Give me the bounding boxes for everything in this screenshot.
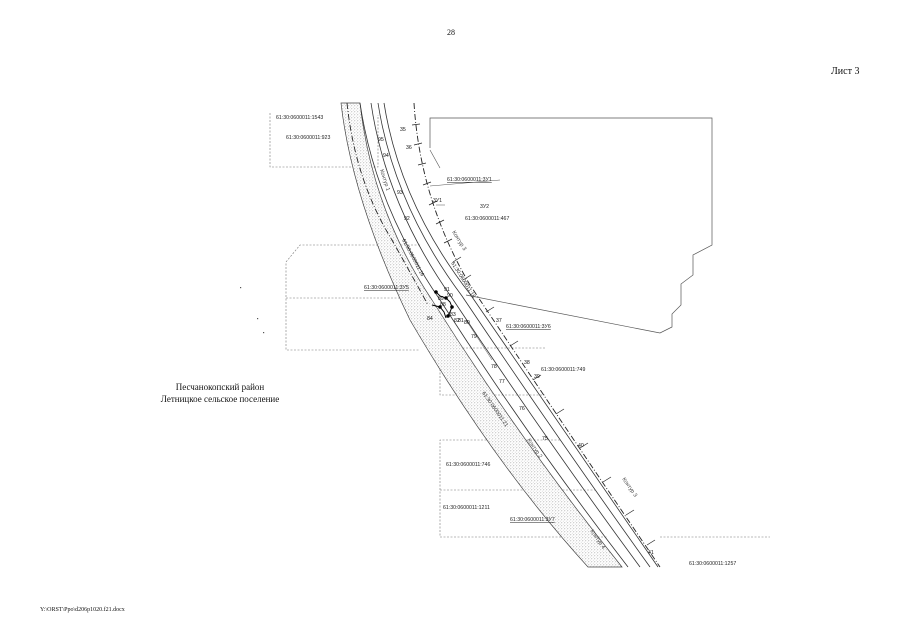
road-line-1 xyxy=(359,102,629,568)
point-label: 89 xyxy=(438,296,444,302)
plot-label: 61:30:0600011:3У7 xyxy=(510,517,555,523)
point-label: 76 xyxy=(519,406,525,412)
point-label: 81 xyxy=(458,318,464,324)
district-name: Песчанокопский район xyxy=(175,382,265,392)
point-label: 91 xyxy=(444,287,450,293)
road-corridor xyxy=(340,102,623,568)
boundary-plot-left-mid xyxy=(285,244,420,351)
point-label: 82 xyxy=(454,318,460,324)
point-label: 93 xyxy=(397,190,403,196)
point-label: 95 xyxy=(378,137,384,143)
contour-label: Контур 3 xyxy=(450,230,467,252)
plot-label: 3У1 xyxy=(433,198,442,204)
contour-label: Контур 1 xyxy=(378,169,391,192)
node-cluster xyxy=(431,290,454,319)
point-label: 77 xyxy=(499,379,505,385)
boundary-plot-467-link xyxy=(429,149,441,169)
boundary-tick-line xyxy=(413,102,661,568)
point-label: 80 xyxy=(464,320,470,326)
plot-label: 61:30:0600011:3У5 xyxy=(364,285,409,291)
contour-label: Контур 3 xyxy=(620,477,638,499)
point-label: 40 xyxy=(578,443,584,449)
point-label: 90 xyxy=(447,293,453,299)
plot-label: 61:30:0600011:749 xyxy=(541,367,585,373)
cross-ticks xyxy=(411,123,656,546)
plot-label: 61:30:0600011:467 xyxy=(465,216,509,222)
plot-label: 3У2 xyxy=(480,204,489,210)
point-label: 78 xyxy=(491,364,497,370)
point-label: 79 xyxy=(471,334,477,340)
district-label: Песчанокопский район Летницкое сельское … xyxy=(130,381,310,405)
point-label: 83 xyxy=(450,312,456,318)
road-lines xyxy=(359,102,659,568)
sheet-label: Лист 3 xyxy=(831,66,860,77)
leader-lines xyxy=(429,179,501,361)
point-label: 41 xyxy=(648,550,654,556)
road-line-4 xyxy=(383,102,659,568)
point-label: 88 xyxy=(440,302,446,308)
plot-label: 61:30:0600011:923 xyxy=(286,135,330,141)
page-number: 28 xyxy=(447,28,455,37)
plot-label: 61:30:0600011:3У6 xyxy=(506,324,551,330)
point-label: 39 xyxy=(534,374,540,380)
boundary-tick-line-left xyxy=(346,102,429,306)
point-label: 94 xyxy=(383,153,389,159)
loose-marks xyxy=(240,287,265,334)
plot-label: 61:30:0600011:16 xyxy=(449,261,476,299)
point-label: 35 xyxy=(400,127,406,133)
point-label: 84 xyxy=(427,316,433,322)
road-line-3 xyxy=(377,102,651,568)
plot-label: 61:30:0600011:746 xyxy=(446,462,490,468)
plot-label: 61:30:0600011:1543 xyxy=(276,115,323,121)
point-label: 75 xyxy=(542,436,548,442)
file-path: Y:\ORST\Ppo\d206p1020.f21.docx xyxy=(40,607,125,613)
point-label: 37 xyxy=(496,318,502,324)
plot-label: 61:30:0600011:1257 xyxy=(689,561,736,567)
settlement-name: Летницкое сельское поселение xyxy=(160,394,280,404)
point-label: 92 xyxy=(404,216,410,222)
boundary-plot-467 xyxy=(429,117,713,334)
plot-label: 61:30:0600011:1211 xyxy=(443,505,490,511)
point-label: 36 xyxy=(406,145,412,151)
road-line-2 xyxy=(370,102,641,568)
plot-label: 61:30:0600011:3У1 xyxy=(447,177,492,183)
point-label: 38 xyxy=(524,360,530,366)
